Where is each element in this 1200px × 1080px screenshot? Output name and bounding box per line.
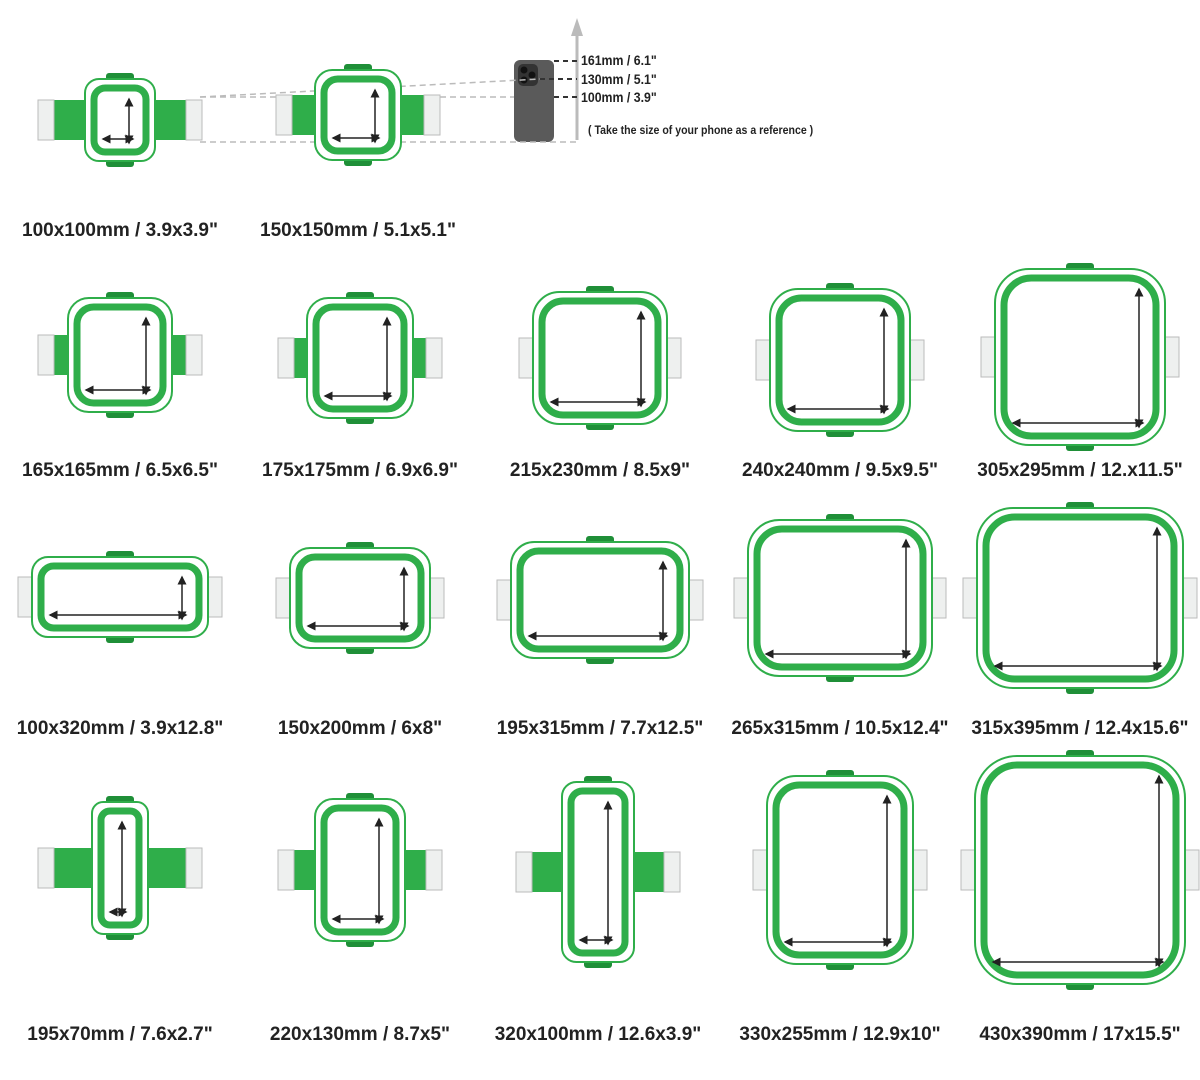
hoop-13 [37, 796, 203, 940]
hoop-8 [17, 551, 223, 643]
hoop-size-label: 215x230mm / 8.5x9" [509, 460, 691, 481]
hoop-15 [515, 776, 681, 968]
clamp-left [275, 577, 291, 619]
inner-ring [1000, 274, 1160, 440]
inner-ring [37, 562, 203, 632]
hoop-1 [37, 73, 203, 167]
hoop-size-label: 240x240mm / 9.5x9.5" [742, 460, 938, 481]
hoop-size-label: 430x390mm / 17x15.5" [979, 1024, 1181, 1045]
hoop-size-label: 100x100mm / 3.9x3.9" [22, 220, 218, 241]
clamp-right [931, 577, 947, 619]
clamp-left [515, 851, 533, 893]
inner-ring [516, 547, 684, 653]
hoop-size-label: 165x165mm / 6.5x6.5" [22, 460, 218, 481]
clamp-right [1182, 577, 1198, 619]
hoop-10 [496, 536, 704, 664]
clamp-right [425, 849, 443, 891]
hoop-9 [275, 542, 445, 654]
clamp-left [960, 849, 976, 891]
hoop-size-label: 150x150mm / 5.1x5.1" [260, 220, 456, 241]
inner-ring [753, 525, 927, 671]
clamp-left [37, 847, 55, 889]
clamp-right [185, 334, 203, 376]
inner-ring [295, 553, 425, 643]
hoop-size-label: 195x315mm / 7.7x12.5" [496, 718, 704, 739]
hoop-7 [980, 263, 1180, 451]
clamp-right [207, 576, 223, 618]
hoop-17 [960, 750, 1200, 990]
camera-lens-icon [528, 71, 536, 79]
clamp-right [185, 847, 203, 889]
hoop-16 [752, 770, 928, 970]
clamp-left [275, 94, 293, 136]
hoop-14 [277, 793, 443, 947]
clamp-right [423, 94, 441, 136]
hoop-size-label: 305x295mm / 12.x11.5" [977, 460, 1183, 481]
clamp-left [277, 849, 295, 891]
clamp-left [496, 579, 512, 621]
clamp-right [912, 849, 928, 891]
inner-ring [320, 75, 396, 155]
camera-lens-icon [520, 66, 528, 74]
clamp-right [909, 339, 925, 381]
hoop-size-label: 195x70mm / 7.6x2.7" [27, 1024, 213, 1045]
clamp-left [733, 577, 749, 619]
phone-height-130: 130mm / 5.1" [581, 71, 657, 87]
clamp-right [425, 337, 443, 379]
clamp-right [429, 577, 445, 619]
hoop-size-label: 150x200mm / 6x8" [277, 718, 443, 739]
clamp-left [37, 334, 55, 376]
clamp-left [518, 337, 534, 379]
inner-ring [538, 297, 662, 419]
arrow-head-icon [571, 18, 583, 36]
clamp-right [688, 579, 704, 621]
inner-ring [312, 303, 408, 413]
clamp-left [962, 577, 978, 619]
inner-ring [982, 513, 1178, 683]
phone-height-100: 100mm / 3.9" [581, 89, 657, 105]
phone-height-161: 161mm / 6.1" [581, 52, 657, 68]
inner-ring [772, 781, 908, 959]
hoop-size-label: 320x100mm / 12.6x3.9" [494, 1024, 702, 1045]
inner-ring [980, 761, 1180, 979]
clamp-right [1184, 849, 1200, 891]
clamp-left [277, 337, 295, 379]
hoop-size-label: 100x320mm / 3.9x12.8" [16, 718, 224, 739]
inner-ring [320, 804, 400, 936]
clamp-left [37, 99, 55, 141]
inner-ring [90, 84, 150, 156]
clamp-left [17, 576, 33, 618]
hoop-4 [277, 292, 443, 424]
hoop-size-label: 265x315mm / 10.5x12.4" [731, 718, 949, 739]
clamp-right [666, 337, 682, 379]
phone-reference-note: ( Take the size of your phone as a refer… [588, 123, 814, 137]
hoop-5 [518, 286, 682, 430]
inner-ring [775, 294, 905, 426]
clamp-right [1164, 336, 1180, 378]
hoop-size-label: 220x130mm / 8.7x5" [269, 1024, 451, 1045]
clamp-left [980, 336, 996, 378]
inner-ring [73, 303, 167, 407]
hoop-3 [37, 292, 203, 418]
inner-ring [97, 807, 143, 929]
clamp-right [663, 851, 681, 893]
hoop-12 [962, 502, 1198, 694]
hoop-size-label: 330x255mm / 12.9x10" [739, 1024, 941, 1045]
hoop-size-label: 315x395mm / 12.4x15.6" [971, 718, 1189, 739]
hoop-size-label: 175x175mm / 6.9x6.9" [262, 460, 458, 481]
clamp-right [185, 99, 203, 141]
hoop-2 [275, 64, 441, 166]
hoop-11 [733, 514, 947, 682]
clamp-left [752, 849, 768, 891]
clamp-left [755, 339, 771, 381]
inner-ring [567, 787, 629, 957]
hoop-6 [755, 283, 925, 437]
